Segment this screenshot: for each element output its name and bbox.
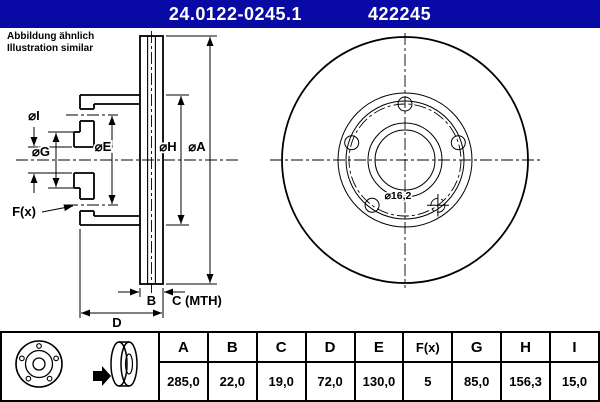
value-a: 285,0 (158, 361, 209, 402)
label-d: D (112, 315, 121, 330)
disc-icons-cell (0, 331, 160, 402)
value-i: 15,0 (549, 361, 600, 402)
dimension-table: A B C D E F(x) G H I 285,0 22,0 19,0 72,… (0, 331, 600, 402)
value-g: 85,0 (451, 361, 503, 402)
dimension-lines (28, 35, 217, 318)
label-dia-h: ⌀H (159, 139, 176, 154)
value-h: 156,3 (500, 361, 551, 402)
similarity-note: Abbildung ähnlich Illustration similar (7, 31, 94, 55)
col-header-f: F(x) (402, 331, 454, 363)
value-e: 130,0 (353, 361, 405, 402)
col-header-d: D (304, 331, 356, 363)
value-b: 22,0 (206, 361, 258, 402)
col-header-a: A (158, 331, 209, 363)
note-line-en: Illustration similar (7, 43, 94, 54)
front-view: ⌀16,2 (281, 36, 529, 284)
value-d: 72,0 (304, 361, 356, 402)
technical-drawing: ⌀I ⌀G ⌀E ⌀H ⌀A F(x) B C (MTH) D ⌀16,2 (10, 31, 540, 332)
value-f: 5 (402, 361, 454, 402)
dimension-labels: ⌀I ⌀G ⌀E ⌀H ⌀A F(x) B C (MTH) D (10, 106, 223, 332)
arrow-icon (93, 366, 111, 386)
label-bolt-hole-dia: ⌀16,2 (385, 190, 412, 202)
col-header-g: G (451, 331, 503, 363)
wheel-bolt-holes (344, 96, 466, 217)
col-header-h: H (500, 331, 551, 363)
col-header-b: B (206, 331, 258, 363)
brake-disc-side-icon (110, 341, 138, 387)
label-dia-i: ⌀I (28, 108, 39, 123)
col-header-e: E (353, 331, 405, 363)
note-line-de: Abbildung ähnlich (7, 31, 95, 42)
col-header-i: I (549, 331, 600, 363)
label-dia-a: ⌀A (188, 139, 206, 154)
col-header-c: C (255, 331, 307, 363)
label-b: B (147, 293, 156, 308)
label-dia-e: ⌀E (95, 139, 112, 154)
cross-section-view (73, 35, 164, 285)
value-c: 19,0 (255, 361, 307, 402)
title-bar: 24.0122-0245.1 422245 (0, 0, 600, 28)
label-f-count: F(x) (12, 204, 36, 219)
label-c-mth: C (MTH) (172, 293, 222, 308)
part-number: 24.0122-0245.1 (168, 3, 303, 24)
label-dia-g: ⌀G (32, 144, 50, 159)
reference-number: 422245 (368, 3, 432, 24)
brake-disc-front-icon (15, 340, 63, 388)
